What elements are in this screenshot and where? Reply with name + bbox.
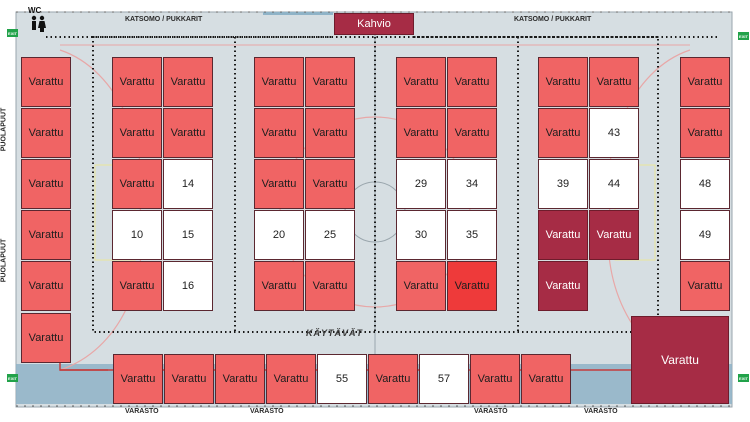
exit-sign-icon: EXIT (738, 32, 749, 40)
booth[interactable]: Varattu (113, 354, 163, 404)
booth[interactable]: 48 (680, 159, 730, 209)
booth[interactable]: Varattu (680, 57, 730, 107)
side-label-bottom: PUOLAPUUT (0, 238, 8, 283)
booth[interactable]: Varattu (447, 261, 497, 311)
booth[interactable]: Varattu (368, 354, 418, 404)
booth[interactable]: Varattu (21, 57, 71, 107)
booth[interactable]: 30 (396, 210, 446, 260)
storage-label: VARASTO (474, 408, 508, 415)
exit-sign-icon: EXIT (7, 374, 18, 382)
booth[interactable]: Varattu (305, 57, 355, 107)
booth[interactable]: Varattu (396, 261, 446, 311)
booth[interactable]: Varattu (538, 57, 588, 107)
booth[interactable]: Varattu (305, 159, 355, 209)
booth[interactable]: Varattu (447, 57, 497, 107)
booth[interactable]: Varattu (538, 108, 588, 158)
booth[interactable]: Varattu (254, 261, 304, 311)
booth[interactable]: 57 (419, 354, 469, 404)
booth[interactable]: Varattu (112, 261, 162, 311)
booth[interactable]: Varattu (396, 57, 446, 107)
booth[interactable]: Varattu (254, 57, 304, 107)
wc-label: WC (28, 6, 42, 15)
booth[interactable]: Varattu (112, 57, 162, 107)
storage-label: VARASTO (584, 408, 618, 415)
storage-label: VARASTO (125, 408, 159, 415)
booth[interactable]: 29 (396, 159, 446, 209)
booth[interactable]: 10 (112, 210, 162, 260)
booth[interactable]: 34 (447, 159, 497, 209)
stands-label-left: KATSOMO / PUKKARIT (125, 16, 203, 23)
booth[interactable]: Varattu (305, 261, 355, 311)
booth[interactable]: 15 (163, 210, 213, 260)
booth[interactable]: Varattu (21, 261, 71, 311)
booth[interactable]: 49 (680, 210, 730, 260)
booth[interactable]: Varattu (521, 354, 571, 404)
booth[interactable]: Varattu (538, 210, 588, 260)
booth[interactable]: 35 (447, 210, 497, 260)
booth[interactable]: Varattu (21, 313, 71, 363)
booth[interactable]: Varattu (589, 210, 639, 260)
cafe-area[interactable]: Kahvio (334, 13, 414, 35)
booth-large[interactable]: Varattu (631, 316, 729, 404)
exit-sign-icon: EXIT (738, 374, 749, 382)
booth[interactable]: Varattu (21, 210, 71, 260)
booth[interactable]: 55 (317, 354, 367, 404)
booth[interactable]: Varattu (266, 354, 316, 404)
booth[interactable]: Varattu (538, 261, 588, 311)
booth[interactable]: Varattu (680, 261, 730, 311)
booth[interactable]: Varattu (21, 108, 71, 158)
booth[interactable]: Varattu (447, 108, 497, 158)
exit-sign-icon: EXIT (7, 29, 18, 37)
wc-people-icon (31, 15, 46, 32)
storage-label: VARASTO (250, 408, 284, 415)
booth[interactable]: Varattu (396, 108, 446, 158)
booth[interactable]: 16 (163, 261, 213, 311)
booth[interactable]: 20 (254, 210, 304, 260)
side-label-top: PUOLAPUUT (0, 107, 8, 152)
booth[interactable]: Varattu (112, 108, 162, 158)
booth[interactable]: 44 (589, 159, 639, 209)
booth[interactable]: Varattu (164, 354, 214, 404)
booth[interactable]: Varattu (470, 354, 520, 404)
booth[interactable]: 25 (305, 210, 355, 260)
booth[interactable]: Varattu (163, 57, 213, 107)
booth[interactable]: 43 (589, 108, 639, 158)
stands-label-right: KATSOMO / PUKKARIT (514, 16, 592, 23)
booth[interactable]: Varattu (680, 108, 730, 158)
booth[interactable]: Varattu (254, 108, 304, 158)
booth[interactable]: Varattu (254, 159, 304, 209)
booth[interactable]: Varattu (112, 159, 162, 209)
booth[interactable]: 14 (163, 159, 213, 209)
aisles-label: KÄYTÄVÄT (306, 328, 363, 338)
booth[interactable]: Varattu (21, 159, 71, 209)
booth[interactable]: Varattu (215, 354, 265, 404)
booth[interactable]: Varattu (589, 57, 639, 107)
booth[interactable]: Varattu (163, 108, 213, 158)
booth[interactable]: 39 (538, 159, 588, 209)
booth[interactable]: Varattu (305, 108, 355, 158)
